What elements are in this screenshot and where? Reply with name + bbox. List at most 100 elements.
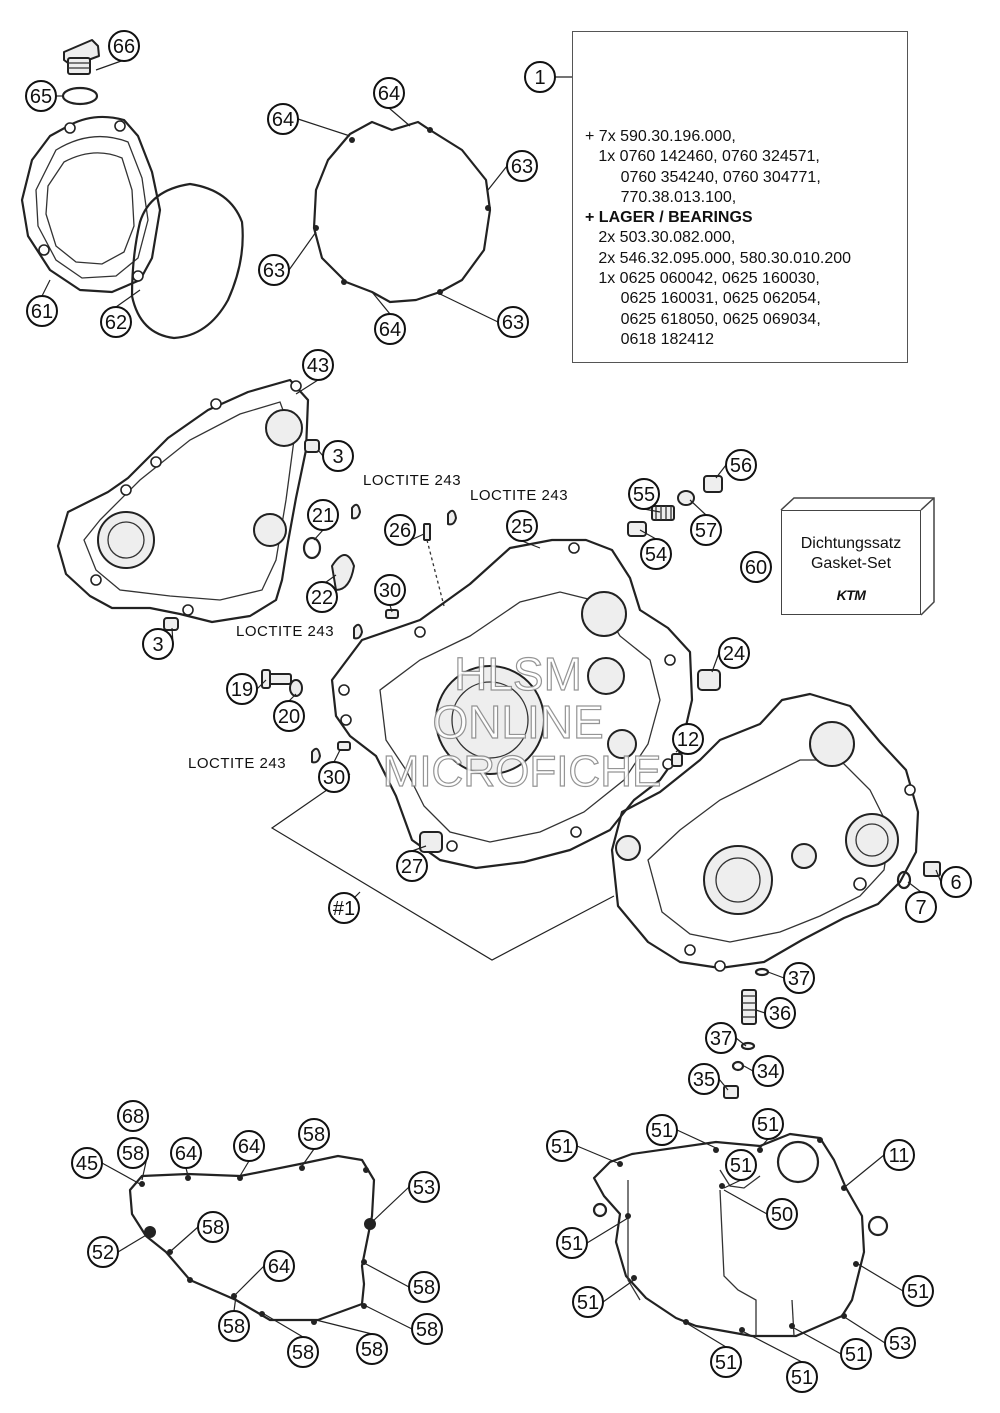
clutch-housing-cover-43 <box>56 378 310 624</box>
loctite-label: LOCTITE 243 <box>470 487 568 504</box>
leader-line <box>295 379 319 395</box>
callout-circle <box>840 1338 872 1370</box>
callout-number: 63 <box>511 156 533 178</box>
callout-circle <box>506 510 538 542</box>
callout-number: 12 <box>677 729 699 751</box>
callout-64: 64 <box>263 1250 295 1282</box>
callout-58: 58 <box>197 1211 229 1243</box>
callout-circle <box>306 581 338 613</box>
callout-number: 51 <box>791 1367 813 1389</box>
callout-number: 22 <box>311 587 333 609</box>
leader-line <box>95 59 125 71</box>
callout-number: 11 <box>889 1145 910 1167</box>
callout-64: 64 <box>170 1137 202 1169</box>
info-line-6: 2x 503.30.082.000, <box>585 229 736 247</box>
callout-61: 61 <box>26 295 58 327</box>
leader-line <box>439 293 499 323</box>
callout-number: 37 <box>710 1028 732 1050</box>
callout-number: 64 <box>238 1136 260 1158</box>
seal-ring-57 <box>677 490 695 506</box>
leader-line <box>711 652 720 673</box>
callout-64: 64 <box>233 1130 265 1162</box>
callout-3: 3 <box>322 440 354 472</box>
callout-circle <box>87 1236 119 1268</box>
leader-line <box>117 1233 149 1253</box>
callout-circle <box>328 892 360 924</box>
callout-number: 50 <box>771 1204 793 1226</box>
screw-30b <box>337 741 351 751</box>
callout-number: 51 <box>651 1120 673 1142</box>
callout-number: 27 <box>401 856 423 878</box>
callout-circle <box>884 1327 916 1359</box>
callout-58: 58 <box>218 1310 250 1342</box>
callout-6: 6 <box>940 866 972 898</box>
o-ring-37a <box>754 967 770 977</box>
callout-number: 20 <box>278 706 300 728</box>
callout-number: 34 <box>757 1061 779 1083</box>
callout-circle <box>546 1130 578 1162</box>
callout-35: 35 <box>688 1063 720 1095</box>
ktm-logo: KTM <box>836 587 866 603</box>
callout-circle <box>263 1250 295 1282</box>
leader-line <box>676 1129 717 1149</box>
ignition-gasket <box>312 120 492 304</box>
callout-11: 11 <box>883 1139 915 1171</box>
callout-57: 57 <box>690 514 722 546</box>
leader-line <box>793 1327 842 1355</box>
callout-58: 58 <box>298 1118 330 1150</box>
callout-51: 51 <box>840 1338 872 1370</box>
o-ring-65 <box>61 86 99 106</box>
screw-19 <box>261 669 292 689</box>
callout-circle <box>108 30 140 62</box>
leader-line <box>263 1313 304 1338</box>
callout-circle <box>506 150 538 182</box>
callout-number: 3 <box>152 634 163 656</box>
callout-number: 58 <box>413 1277 435 1299</box>
loctite-drop-3 <box>353 623 363 640</box>
callout-number: 53 <box>889 1333 911 1355</box>
set-contents-box <box>572 31 908 363</box>
leader-line <box>743 1331 803 1363</box>
callout-53: 53 <box>884 1327 916 1359</box>
callout-circle <box>725 449 757 481</box>
callout-number: 30 <box>379 580 401 602</box>
leader-line <box>602 1279 635 1303</box>
leader-line <box>313 529 324 541</box>
callout-circle <box>374 313 406 345</box>
callout-number: 30 <box>323 767 345 789</box>
callout-circle <box>705 1022 737 1054</box>
callout-circle <box>396 850 428 882</box>
callout-circle <box>142 628 174 660</box>
callout-number: 51 <box>907 1281 929 1303</box>
nozzle-26 <box>423 523 431 541</box>
callout-number: 37 <box>788 968 810 990</box>
leader-line <box>411 845 427 852</box>
leader-line <box>743 1065 754 1072</box>
callout-number: 24 <box>723 643 745 665</box>
callout-64: 64 <box>267 103 299 135</box>
callout-number: 51 <box>845 1344 867 1366</box>
callout-50: 50 <box>766 1198 798 1230</box>
callout-circle <box>373 77 405 109</box>
callout-circle <box>26 295 58 327</box>
callout-circle <box>646 1114 678 1146</box>
callout-21: 21 <box>307 499 339 531</box>
leader-line <box>723 1179 742 1189</box>
leader-line <box>288 693 297 702</box>
info-line-9: 0625 160031, 0625 062054, <box>585 290 821 308</box>
callout-27: 27 <box>396 850 428 882</box>
callout-number: 58 <box>303 1124 325 1146</box>
callout-circle <box>322 440 354 472</box>
callout-number: 64 <box>175 1143 197 1165</box>
bushing-27 <box>419 831 443 853</box>
leader-line <box>521 540 541 549</box>
callout-set-1: #1 <box>328 892 360 924</box>
callout-number: 63 <box>263 260 285 282</box>
leader-line <box>365 1263 410 1288</box>
callout-number: 7 <box>915 897 926 919</box>
callout-number: 64 <box>378 83 400 105</box>
leader-line <box>715 464 727 479</box>
leader-line <box>735 1037 747 1047</box>
callout-circle <box>411 1313 443 1345</box>
leader-line <box>639 529 657 540</box>
